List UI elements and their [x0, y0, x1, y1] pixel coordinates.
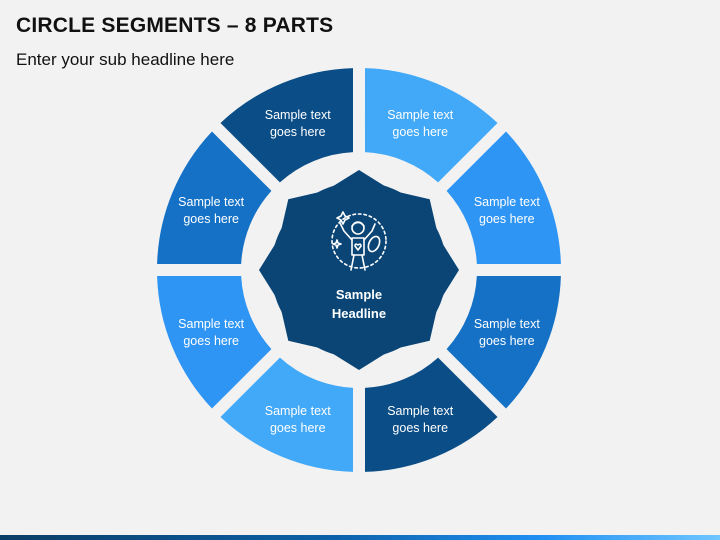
segment-2-text-line1: Sample text [474, 195, 541, 209]
hub-headline-line2: Headline [332, 306, 386, 321]
page-title: CIRCLE SEGMENTS – 8 PARTS [16, 14, 334, 37]
segment-2 [446, 131, 561, 265]
segment-8-text-line1: Sample text [265, 108, 332, 122]
segment-6-text-line1: Sample text [178, 317, 245, 331]
segment-7-text-line2: goes here [183, 212, 239, 226]
segment-6 [157, 275, 272, 409]
segment-5-text-line1: Sample text [265, 404, 332, 418]
segment-4-text-line2: goes here [392, 421, 448, 435]
center-hub: Sample Headline [247, 158, 471, 382]
segment-8-text-line2: goes here [270, 125, 326, 139]
segment-1-text-line1: Sample text [387, 108, 454, 122]
segment-7 [157, 131, 272, 265]
celebrating-person-icon [331, 211, 387, 271]
hub-headline-line1: Sample [336, 287, 382, 302]
segment-4 [364, 357, 498, 472]
segment-3-text-line1: Sample text [474, 317, 541, 331]
segment-8 [220, 68, 354, 183]
segment-3-text-line2: goes here [479, 334, 535, 348]
segment-2-text-line2: goes here [479, 212, 535, 226]
bottom-accent-bar [0, 535, 720, 540]
segment-4-text-line1: Sample text [387, 404, 454, 418]
segment-1 [364, 68, 498, 183]
segment-5-text-line2: goes here [270, 421, 326, 435]
page-subtitle: Enter your sub headline here [16, 50, 235, 69]
segment-7-text-line1: Sample text [178, 195, 245, 209]
segment-1-text-line2: goes here [392, 125, 448, 139]
segment-5 [220, 357, 354, 472]
hub-disc [271, 182, 447, 358]
segment-6-text-line2: goes here [183, 334, 239, 348]
segment-3 [446, 275, 561, 409]
